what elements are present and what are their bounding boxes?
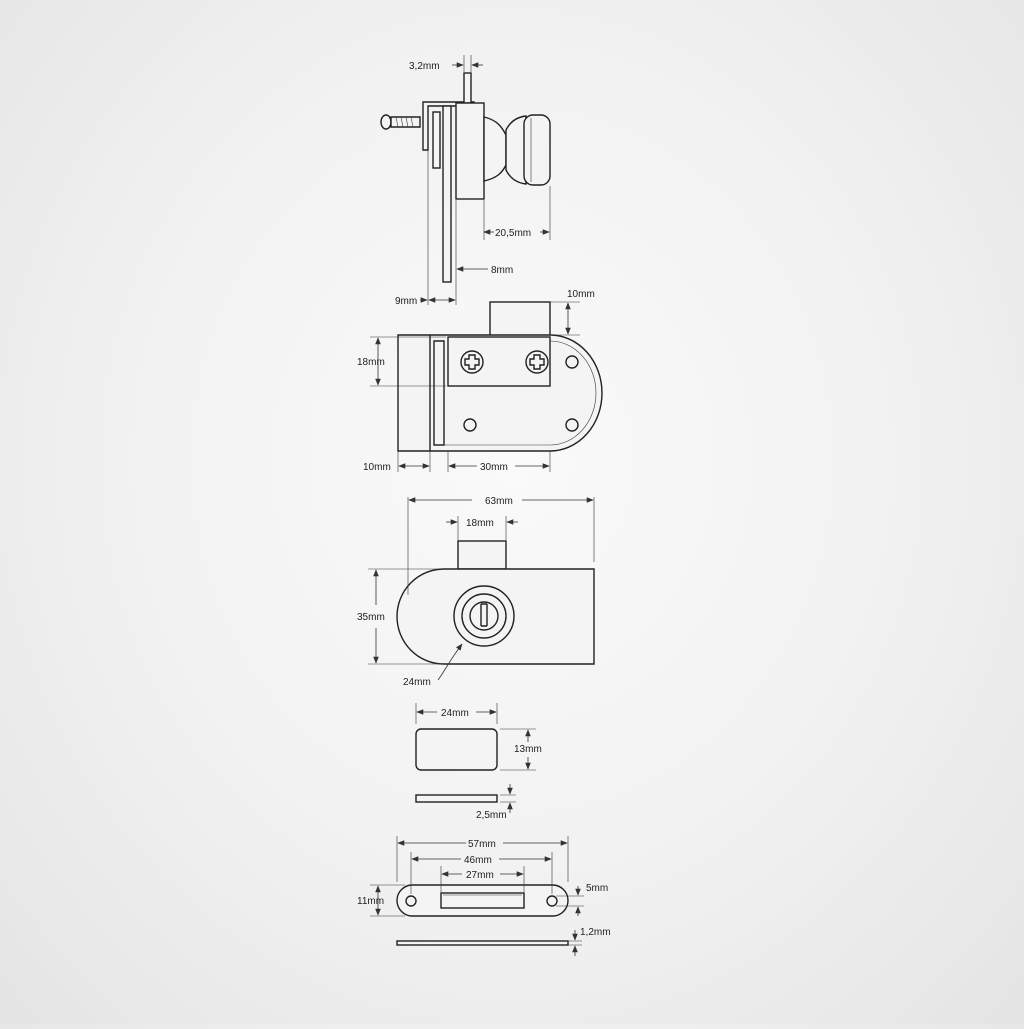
lock-cylinder-icon (453, 585, 515, 647)
dim-thickness: 2,5mm (476, 810, 507, 821)
side-view: 3,2mm 20,5mm 8mm 9mm (380, 55, 551, 307)
dim-width: 9mm (395, 296, 417, 307)
front-view: 63mm 18mm 35mm 24mm (357, 496, 595, 688)
knob-icon (483, 114, 551, 186)
dim-total: 57mm (468, 839, 496, 850)
dim-height: 13mm (514, 744, 542, 755)
pad (415, 728, 498, 771)
dim-slot: 27mm (466, 870, 494, 881)
dim-height: 11mm (357, 896, 384, 907)
strike-plate-edge (396, 940, 569, 946)
dim-height: 18mm (357, 357, 385, 368)
dim-hole: 5mm (586, 883, 608, 894)
screw-head-icon (460, 350, 484, 374)
pad-edge (415, 794, 498, 803)
glass-plate-2 (442, 105, 452, 283)
screw-icon (380, 114, 421, 130)
dim-thickness: 3,2mm (409, 61, 440, 72)
dim-cylinder: 24mm (403, 677, 431, 688)
dim-body: 30mm (480, 462, 508, 473)
dim-tab: 18mm (466, 518, 494, 529)
front-tab (457, 540, 507, 570)
hole-icon (565, 355, 579, 369)
hole-icon (463, 418, 477, 432)
hole-icon (565, 418, 579, 432)
glass-plate-1 (432, 111, 441, 169)
pad-view: 24mm 13mm 2,5mm (415, 703, 542, 821)
strike-plate-view: 57mm 46mm 27mm 11mm 5mm 1,2mm (357, 836, 611, 956)
dim-top: 10mm (567, 289, 595, 300)
dim-offset: 8mm (491, 265, 513, 276)
lock-pin (463, 72, 472, 104)
dim-thickness: 1,2mm (580, 927, 611, 938)
lock-body (455, 102, 485, 200)
dim-holes: 46mm (464, 855, 492, 866)
dim-total: 63mm (485, 496, 513, 507)
dim-height: 35mm (357, 612, 385, 623)
top-tab (489, 301, 551, 338)
top-view: 10mm 18mm 10mm 30mm (357, 289, 603, 473)
screw-head-icon (525, 350, 549, 374)
dim-left: 10mm (363, 462, 391, 473)
hole-icon (546, 895, 558, 907)
dim-knob: 20,5mm (495, 228, 531, 239)
hole-icon (405, 895, 417, 907)
strike-slot (440, 892, 525, 909)
dim-width: 24mm (441, 708, 469, 719)
